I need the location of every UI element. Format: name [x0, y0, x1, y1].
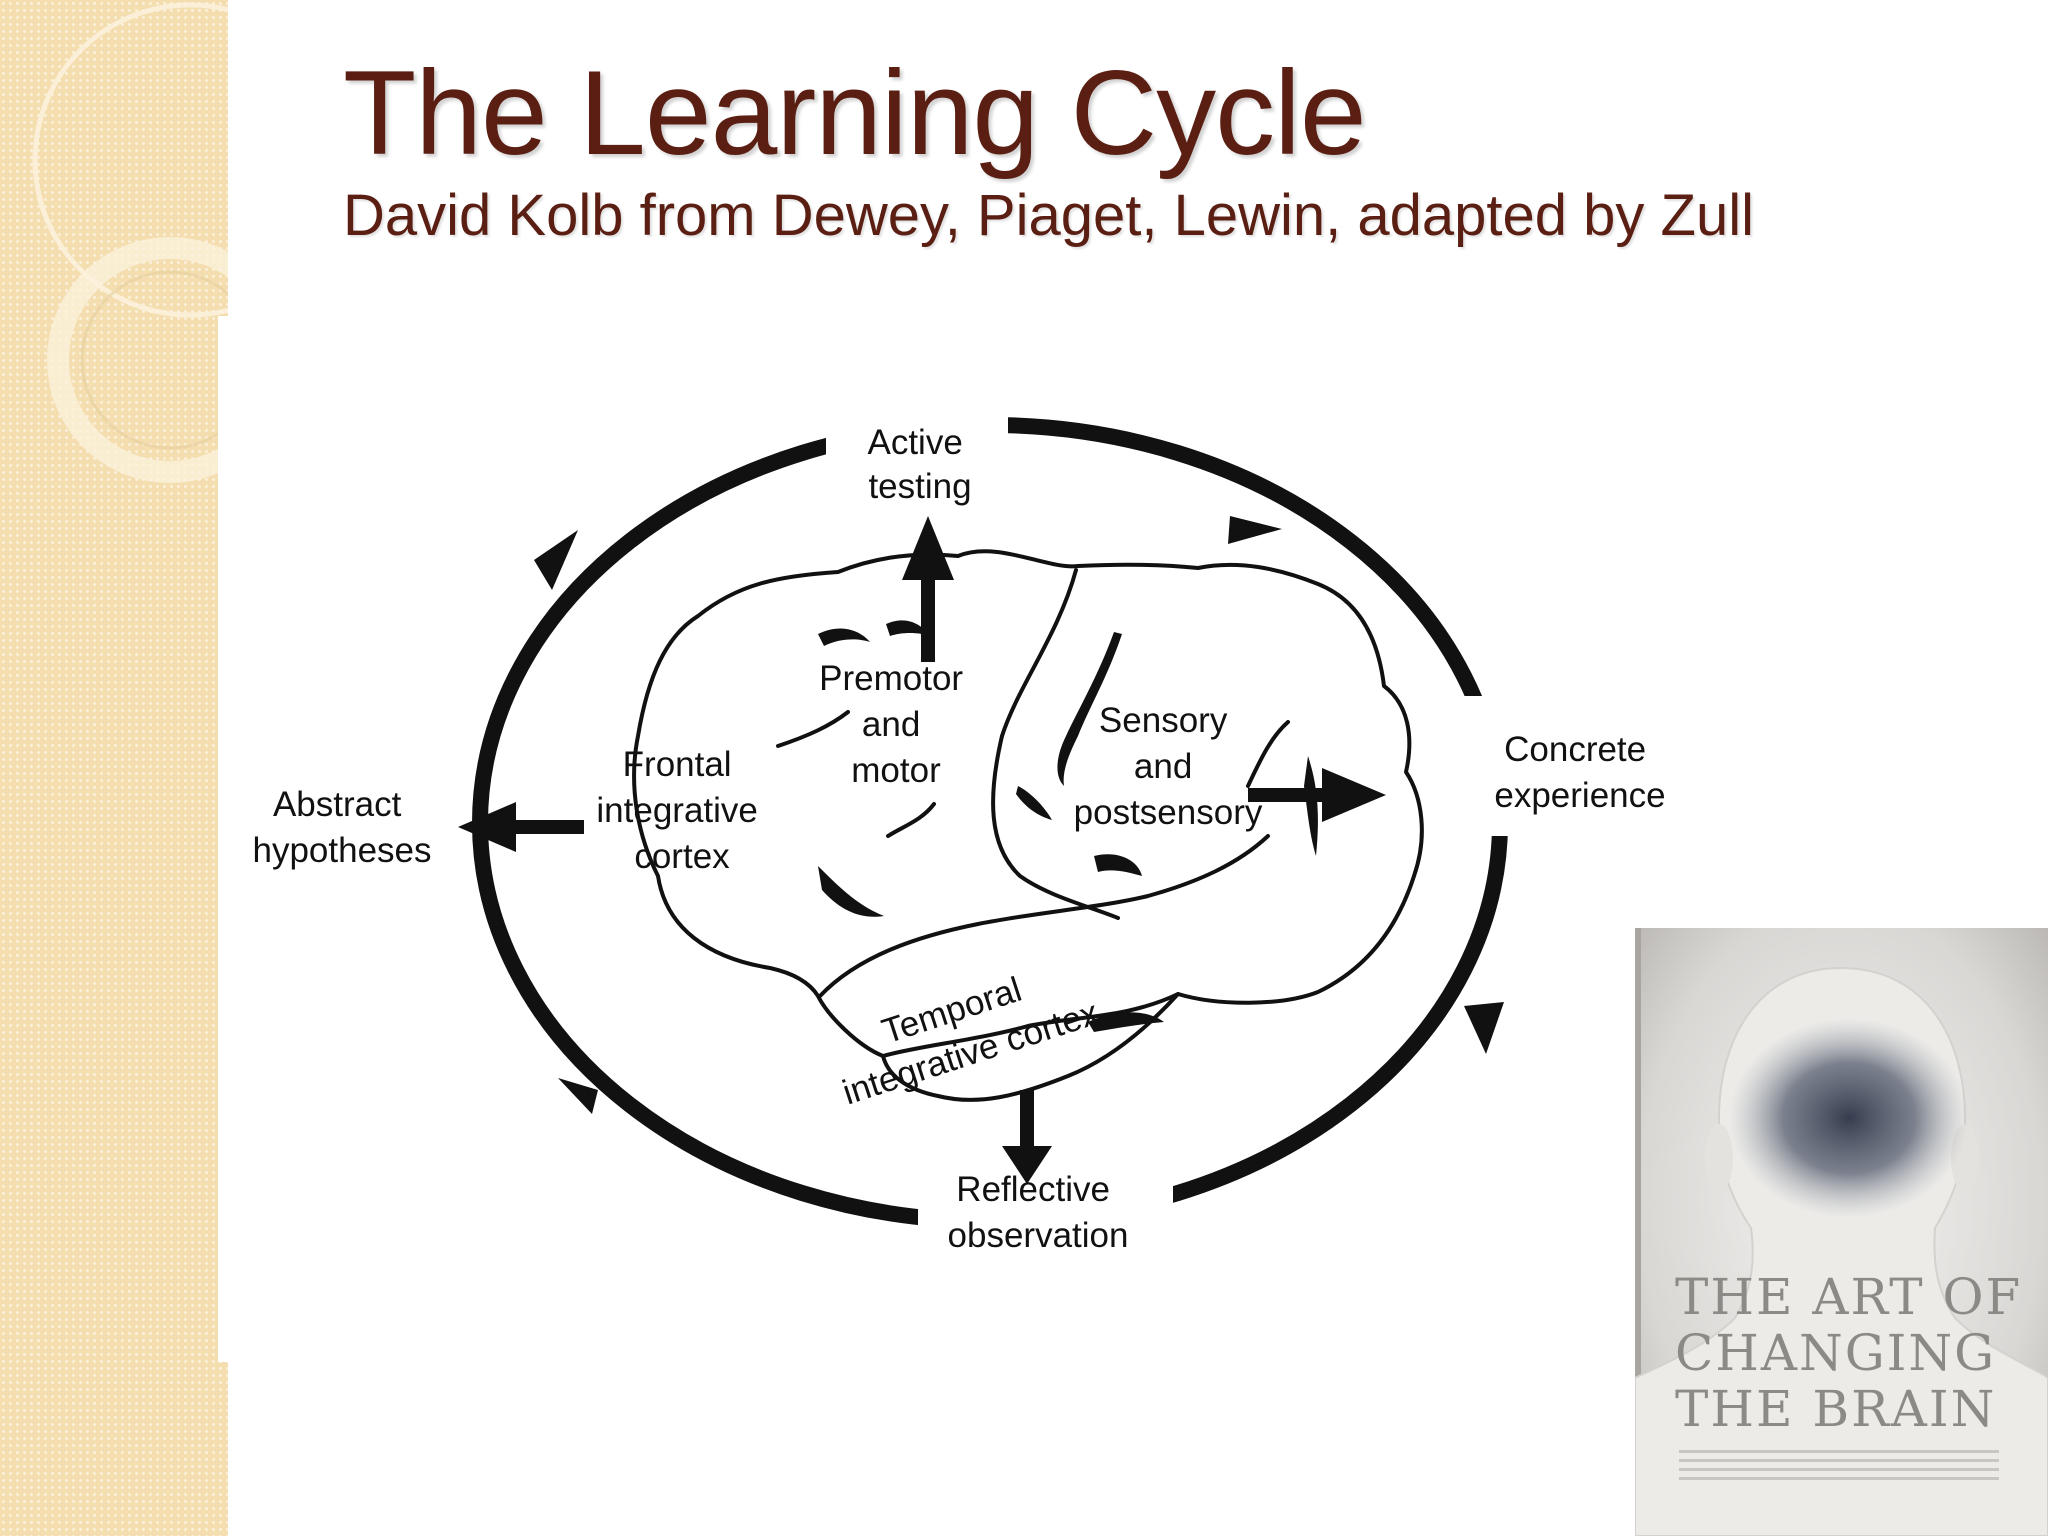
fissure-temporal-branch	[1094, 854, 1142, 876]
title-block: The Learning Cycle David Kolb from Dewey…	[343, 44, 1943, 316]
slide-title: The Learning Cycle	[343, 46, 1367, 180]
slide-subtitle: David Kolb from Dewey, Piaget, Lewin, ad…	[343, 183, 1754, 248]
region-arrows	[458, 516, 1386, 1184]
fissure-temporal-lower	[1088, 1012, 1164, 1032]
brain-dark-fissures	[818, 620, 1318, 1032]
label-premotor-line-1: Premotor	[819, 659, 963, 698]
arrow-to-concrete-experience	[1248, 768, 1386, 822]
cycle-arrow-bottom-right	[1464, 1002, 1504, 1054]
fissure-sensory-mid	[1016, 786, 1052, 820]
sensory-sulcus	[1246, 720, 1290, 788]
frontal-sulcus-2	[886, 802, 936, 838]
cycle-arrow-top-left	[534, 530, 578, 590]
arrow-to-abstract-hypotheses	[458, 802, 584, 852]
brain-outline	[632, 549, 1424, 1102]
cycle-stage-labels: Active testing Concrete experience Refle…	[252, 423, 1665, 1255]
label-frontal-line-1: Frontal	[623, 745, 732, 784]
label-sensory-line-3: postsensory	[1074, 793, 1263, 832]
temporal-lobe-lower-contour	[881, 992, 1180, 1058]
arrow-to-reflective-observation	[1002, 1090, 1052, 1184]
label-abstract-hypotheses-line-1: Abstract	[273, 785, 402, 824]
label-frontal-line-2: integrative	[596, 791, 757, 830]
label-reflective-observation-line-2: observation	[948, 1216, 1129, 1255]
label-abstract-hypotheses-line-2: hypotheses	[252, 831, 431, 870]
book-cover-art	[1635, 928, 2048, 1536]
lateral-sulcus	[818, 834, 1270, 998]
arrow-to-active-testing	[902, 516, 954, 662]
brain-cerebrum-outline	[632, 549, 1424, 1102]
label-reflective-observation: Reflective observation	[948, 1170, 1129, 1255]
central-sulcus	[991, 568, 1120, 920]
book-cover-image: THE ART OF CHANGING THE BRAIN	[1635, 928, 2048, 1536]
book-title-line-3: THE BRAIN	[1675, 1380, 1997, 1438]
label-temporal-integrative-cortex: Temporal integrative cortex	[824, 949, 1104, 1112]
frontal-sulcus-1	[776, 710, 850, 748]
book-fine-print	[1679, 1450, 1999, 1480]
cycle-arrow-top-right	[1228, 516, 1282, 544]
label-frontal-integrative-cortex: Frontal integrative cortex	[596, 745, 767, 876]
cycle-arrow-bottom-left	[558, 1078, 598, 1114]
label-premotor-line-2: and	[862, 705, 920, 744]
label-sensory-and-postsensory: Sensory and postsensory	[1074, 701, 1263, 832]
label-concrete-experience-line-2: experience	[1494, 776, 1665, 815]
label-concrete-experience-line-1: Concrete	[1504, 730, 1646, 769]
fissure-sensory-upper	[1057, 632, 1122, 786]
fissure-frontal-upper	[818, 628, 870, 646]
label-abstract-hypotheses: Abstract hypotheses	[252, 785, 431, 870]
label-active-testing-line-2: testing	[868, 467, 971, 506]
label-sensory-line-2: and	[1134, 747, 1192, 786]
label-active-testing-line-1: Active	[867, 423, 962, 462]
label-reflective-observation-line-1: Reflective	[956, 1170, 1110, 1209]
label-premotor-line-3: motor	[851, 751, 941, 790]
decorative-rings	[32, 2, 348, 483]
label-sensory-line-1: Sensory	[1099, 701, 1228, 740]
fissure-frontal-lower	[818, 866, 884, 917]
fissure-sensory-right	[1304, 756, 1318, 856]
label-concrete-experience: Concrete experience	[1494, 730, 1665, 815]
learning-cycle-diagram: Active testing Concrete experience Refle…	[252, 417, 1666, 1255]
decorative-side-band	[0, 0, 348, 1536]
book-title-line-1: THE ART OF	[1675, 1268, 2023, 1326]
book-title-line-2: CHANGING	[1675, 1324, 1997, 1382]
label-active-testing: Active testing	[867, 423, 972, 506]
label-premotor-and-motor: Premotor and motor	[819, 659, 973, 790]
left-ear	[1705, 1124, 1733, 1192]
label-frontal-line-3: cortex	[634, 837, 730, 876]
brain-blot	[1729, 1018, 1969, 1218]
cycle-direction-arrows	[534, 516, 1504, 1114]
fissure-premotor-upper	[886, 620, 930, 636]
